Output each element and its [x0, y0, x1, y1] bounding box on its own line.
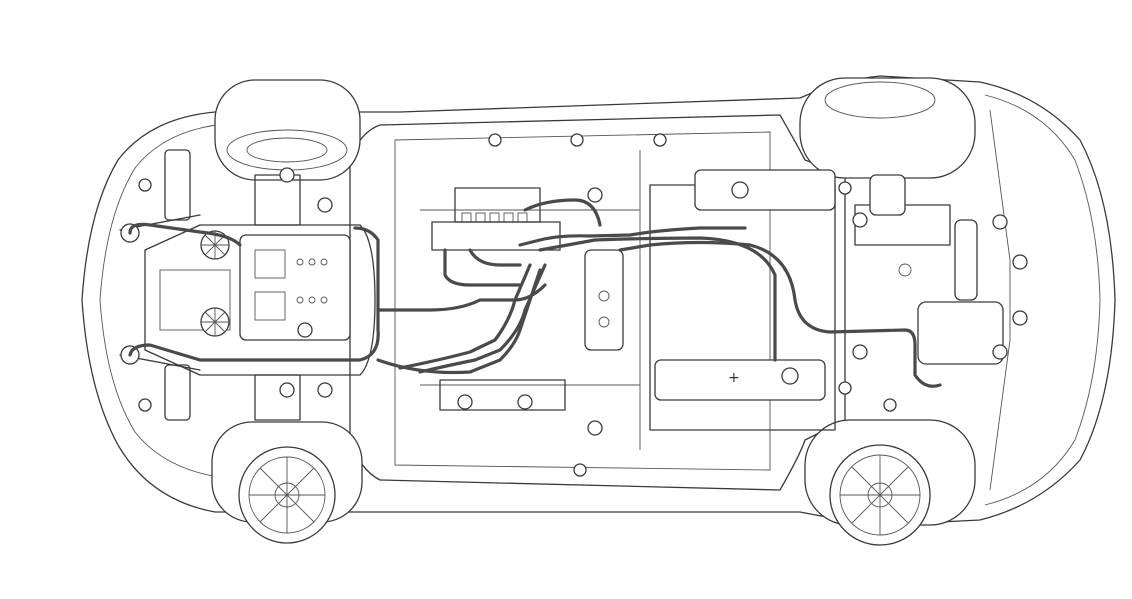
battery-tray: +: [649, 169, 836, 431]
screw-icon: [138, 133, 1028, 477]
rear-left-wheel: [799, 77, 976, 179]
battery-terminal-positive: +: [728, 370, 740, 386]
front-right-wheel: [211, 421, 363, 544]
body-outline: [81, 75, 1116, 526]
gear-icon: [200, 230, 230, 337]
rear-right-wheel: [804, 419, 976, 546]
front-left-wheel: [214, 79, 361, 181]
wiring-harness: [128, 198, 942, 388]
motor-gearbox: [144, 224, 376, 376]
receiver-module: [431, 187, 566, 411]
esc-bracket: [584, 249, 624, 351]
rear-assembly: [854, 174, 1004, 365]
